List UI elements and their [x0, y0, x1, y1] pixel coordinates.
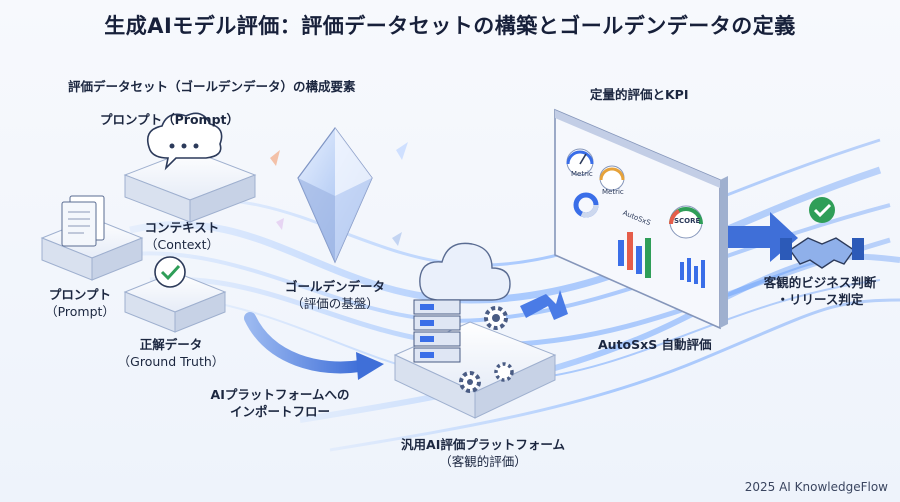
- golden-data-label-line1: ゴールデンデータ: [284, 279, 385, 294]
- document-icon: [61, 195, 105, 247]
- import-flow-label-line1: AIプラットフォームへの: [210, 387, 350, 402]
- page-title: 生成AIモデル評価：評価データセットの構築とゴールデンデータの定義: [104, 14, 796, 38]
- ground-truth-label-line1: 正解データ: [139, 337, 203, 352]
- check-icon: [154, 256, 186, 288]
- kpi-heading: 定量的評価とKPI: [590, 87, 689, 102]
- kpi-dashboard: [554, 108, 728, 330]
- cloud-icon: [419, 242, 511, 301]
- prompt-left-label-line2: （Prompt）: [45, 304, 115, 319]
- line-bars-icon: [680, 258, 705, 288]
- context-label-line1: コンテキスト: [144, 220, 220, 235]
- bar-chart-icon: [618, 232, 651, 278]
- platform-label-line2: （客観的評価）: [439, 454, 527, 469]
- gear-icon: [484, 306, 508, 330]
- gauge-icon-2: [599, 165, 625, 191]
- gear-icon-3: [494, 362, 514, 382]
- context-box: [40, 195, 144, 281]
- score-gauge-icon: [669, 205, 703, 239]
- import-flow-arrow: [244, 312, 366, 374]
- ground-truth-label: 正解データ （Ground Truth）: [112, 336, 230, 370]
- approval-check-icon: [809, 197, 835, 223]
- speech-bubble-icon: [146, 112, 223, 171]
- dashboard-metric-1: Metric: [571, 170, 593, 178]
- dashboard-score: SCORE: [674, 217, 701, 225]
- prompt-top-box: [123, 112, 257, 223]
- import-flow-label-line2: インポートフロー: [229, 404, 330, 419]
- decision-label: 客観的ビジネス判断 ・リリース判定: [750, 274, 890, 308]
- donut-icon: [573, 192, 599, 218]
- decision-label-line1: 客観的ビジネス判断: [763, 275, 877, 290]
- golden-data-crystal-icon: [270, 126, 408, 264]
- left-heading: 評価データセット（ゴールデンデータ）の構成要素: [68, 79, 356, 94]
- server-icon: [413, 299, 461, 363]
- context-label-line2: （Context）: [145, 237, 219, 252]
- prompt-left-label-line1: プロンプト: [48, 287, 112, 302]
- platform-label-line1: 汎用AI評価プラットフォーム: [401, 437, 565, 452]
- golden-data-label: ゴールデンデータ （評価の基盤）: [275, 278, 395, 312]
- prompt-left-label: プロンプト （Prompt）: [24, 286, 136, 320]
- context-label: コンテキスト （Context）: [126, 219, 238, 253]
- platform-label: 汎用AI評価プラットフォーム （客観的評価）: [398, 436, 568, 470]
- platform-to-dashboard-arrow: [520, 290, 568, 320]
- gear-icon-2: [459, 371, 481, 393]
- ground-truth-label-line2: （Ground Truth）: [117, 354, 225, 369]
- gauge-icon: [566, 148, 594, 176]
- import-flow-label: AIプラットフォームへの インポートフロー: [205, 386, 355, 420]
- prompt-top-label: プロンプト（Prompt）: [100, 112, 239, 127]
- footer-credit: 2025 AI KnowledgeFlow: [744, 480, 888, 494]
- golden-data-label-line2: （評価の基盤）: [291, 296, 379, 311]
- ai-platform-block: [393, 242, 557, 419]
- autosxs-label: AutoSxS 自動評価: [598, 337, 712, 352]
- handshake-icon: [780, 237, 864, 269]
- decision-label-line2: ・リリース判定: [776, 292, 864, 307]
- dashboard-metric-2: Metric: [602, 188, 624, 196]
- ground-truth-box: [123, 256, 227, 333]
